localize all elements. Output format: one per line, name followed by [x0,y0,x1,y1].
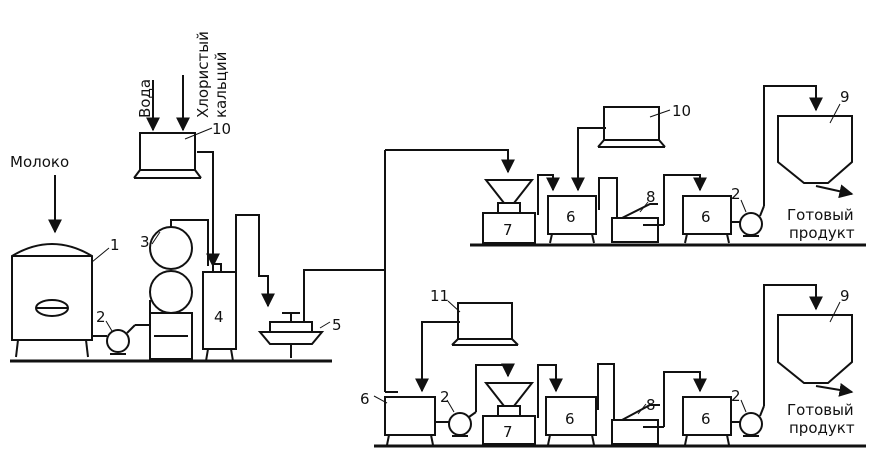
molding-unit-7-top [482,179,536,244]
label-2-top: 2 [731,185,741,203]
product-outlet-top [815,184,854,199]
salting-tank-6-bottom-b [545,396,597,446]
salting-tank-6-bottom-a [384,396,436,446]
label-6-bottom-b: 6 [565,410,575,428]
label-6-bottom-a: 6 [360,390,370,408]
leader-11 [447,300,461,313]
pipe-5-to-split [303,269,385,322]
pipe-pump-to-7-bottom [475,363,515,412]
dosing-line-to-6-top [571,127,606,192]
pump-2-bottom-right [731,405,765,437]
leader-8-bottom [637,403,647,415]
pipe-to-silo-9-bottom [763,284,823,406]
product-label-top-line2: продукт [789,224,855,242]
separator-3 [135,219,209,360]
dosing-line-to-6-bottom [415,321,460,393]
dosing-tank-11 [451,302,519,346]
label-6-bottom-c: 6 [701,410,711,428]
leader-9-top [829,103,841,124]
label-4: 4 [214,308,224,326]
label-5: 5 [332,316,342,334]
dosing-line-to-4 [197,151,220,268]
calcium-label-line2: кальций [212,52,230,118]
label-8-bottom: 8 [646,396,656,414]
dosing-tank-10-right [597,106,666,148]
pipe-to-silo-9-top [763,85,823,206]
coagulation-vessel-4 [202,263,237,362]
pipe-8-to-6-bottom [663,371,707,427]
product-label-bottom-line2: продукт [789,419,855,437]
pressing-unit-8-top [611,203,664,243]
label-3: 3 [140,233,150,251]
input-section: Молоко 1 2 [10,31,342,363]
molding-unit-7-bottom [482,382,536,445]
product-outlet-bottom [815,383,854,397]
pipe-6-to-8-bottom [597,363,615,420]
leader-8-top [639,201,649,213]
pipe-7-to-6-bottom [537,364,563,418]
label-6-top-a: 6 [566,208,576,226]
leader-2-bottom-right [740,399,747,413]
leader-3 [151,231,161,245]
label-2-left: 2 [96,308,106,326]
label-10-right: 10 [672,102,691,120]
salting-tank-6-bottom-c [682,396,732,446]
pipe-7-to-6-top [537,174,560,215]
leader-10-left [184,127,213,140]
label-9-top: 9 [840,88,850,106]
storage-hopper-9-top [777,115,853,184]
label-6-top-b: 6 [701,208,711,226]
leader-6-bottom-a [373,395,388,404]
salting-tank-6-top-a [547,195,597,244]
pump-2-top [731,205,765,237]
label-10-left: 10 [212,120,231,138]
pipe-4-to-5 [235,214,275,308]
label-7-bottom: 7 [503,423,513,441]
label-7-top: 7 [503,221,513,239]
pump-2-left [92,324,136,355]
pump-2-bottom-left [435,411,477,437]
top-processing-line: 7 6 10 8 [385,85,866,247]
label-11: 11 [430,287,449,305]
water-label: Вода [136,79,154,118]
label-1: 1 [110,236,120,254]
calcium-label-line1: Хлористый [194,31,212,118]
cutting-unit-5 [257,312,325,358]
bottom-processing-line: 11 6 2 7 [360,284,866,448]
label-9-bottom: 9 [840,287,850,305]
product-label-bottom-line1: Готовый [787,401,854,419]
label-2-bottom-right: 2 [731,387,741,405]
salting-tank-6-top-b [682,195,732,244]
leader-2-top [740,199,747,213]
leader-2-bottom-left [446,399,455,413]
milk-tank-1 [11,243,93,358]
leader-9-bottom [829,301,841,323]
pipe-8-to-6-top [663,174,707,225]
product-label-top-line1: Готовый [787,206,854,224]
label-8-top: 8 [646,188,656,206]
leader-5 [319,321,331,329]
leader-2-left [105,320,113,332]
pressing-unit-8-bottom [611,404,664,445]
dosing-tank-10-left [133,132,202,179]
storage-hopper-9-bottom [777,314,853,384]
leader-1 [91,247,110,263]
feed-top-hopper [385,149,515,174]
milk-label: Молоко [10,153,69,171]
pipe-6-to-8-top [598,177,618,218]
leader-10-right [649,109,671,118]
label-2-bottom-left: 2 [440,388,450,406]
